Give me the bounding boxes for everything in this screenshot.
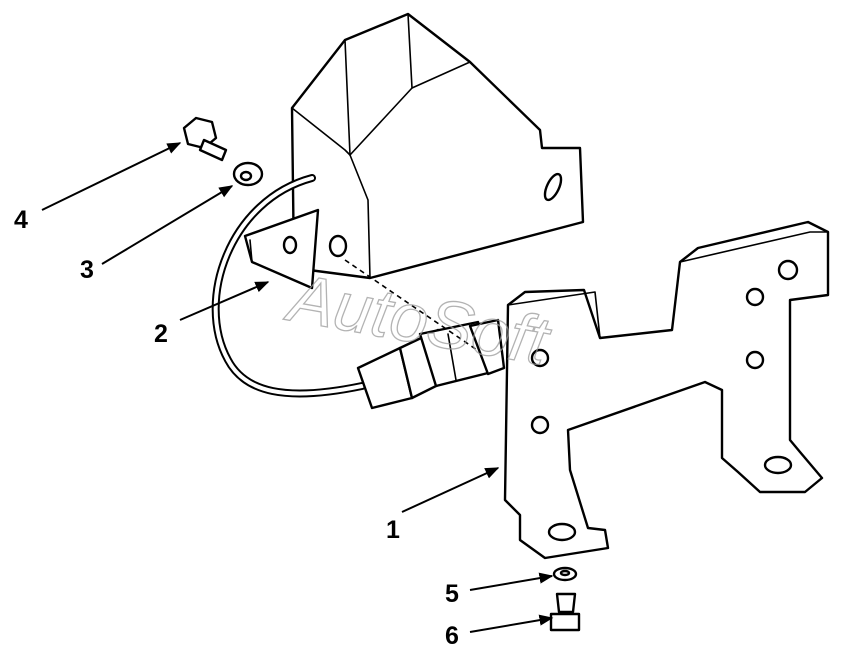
housing-stud — [328, 234, 348, 258]
bracket-hole — [745, 287, 765, 307]
bracket-hole — [530, 348, 550, 368]
callout-1: 1 — [386, 516, 400, 544]
leader-line-6 — [469, 614, 554, 633]
wire-connector — [356, 318, 506, 410]
leader-line-3 — [101, 185, 234, 265]
callout-4: 4 — [14, 206, 28, 234]
leader-line-1 — [401, 467, 500, 513]
bracket-foot-hole — [763, 455, 793, 475]
callout-6: 6 — [445, 622, 459, 650]
assembly-guide-line — [344, 259, 481, 353]
mounting-bracket — [503, 220, 830, 560]
sensor-wire-inner — [213, 176, 364, 396]
washer — [232, 161, 264, 187]
callout-5: 5 — [445, 580, 459, 608]
screw — [549, 592, 581, 632]
sensor-housing — [290, 12, 585, 280]
bracket-foot-hole — [547, 522, 577, 542]
leader-line-4 — [41, 142, 182, 211]
callout-2: 2 — [154, 320, 168, 348]
lock-washer — [552, 566, 578, 582]
tab-hole — [282, 235, 298, 255]
bolt — [182, 116, 228, 162]
bracket-hole — [777, 259, 799, 281]
bracket-hole — [745, 350, 765, 370]
bracket-hole — [530, 415, 550, 435]
leader-line-2 — [179, 281, 270, 321]
callout-3: 3 — [80, 256, 94, 284]
housing-mount-tab — [243, 208, 320, 290]
housing-slot-hole — [543, 172, 563, 202]
leader-line-5 — [469, 572, 554, 591]
